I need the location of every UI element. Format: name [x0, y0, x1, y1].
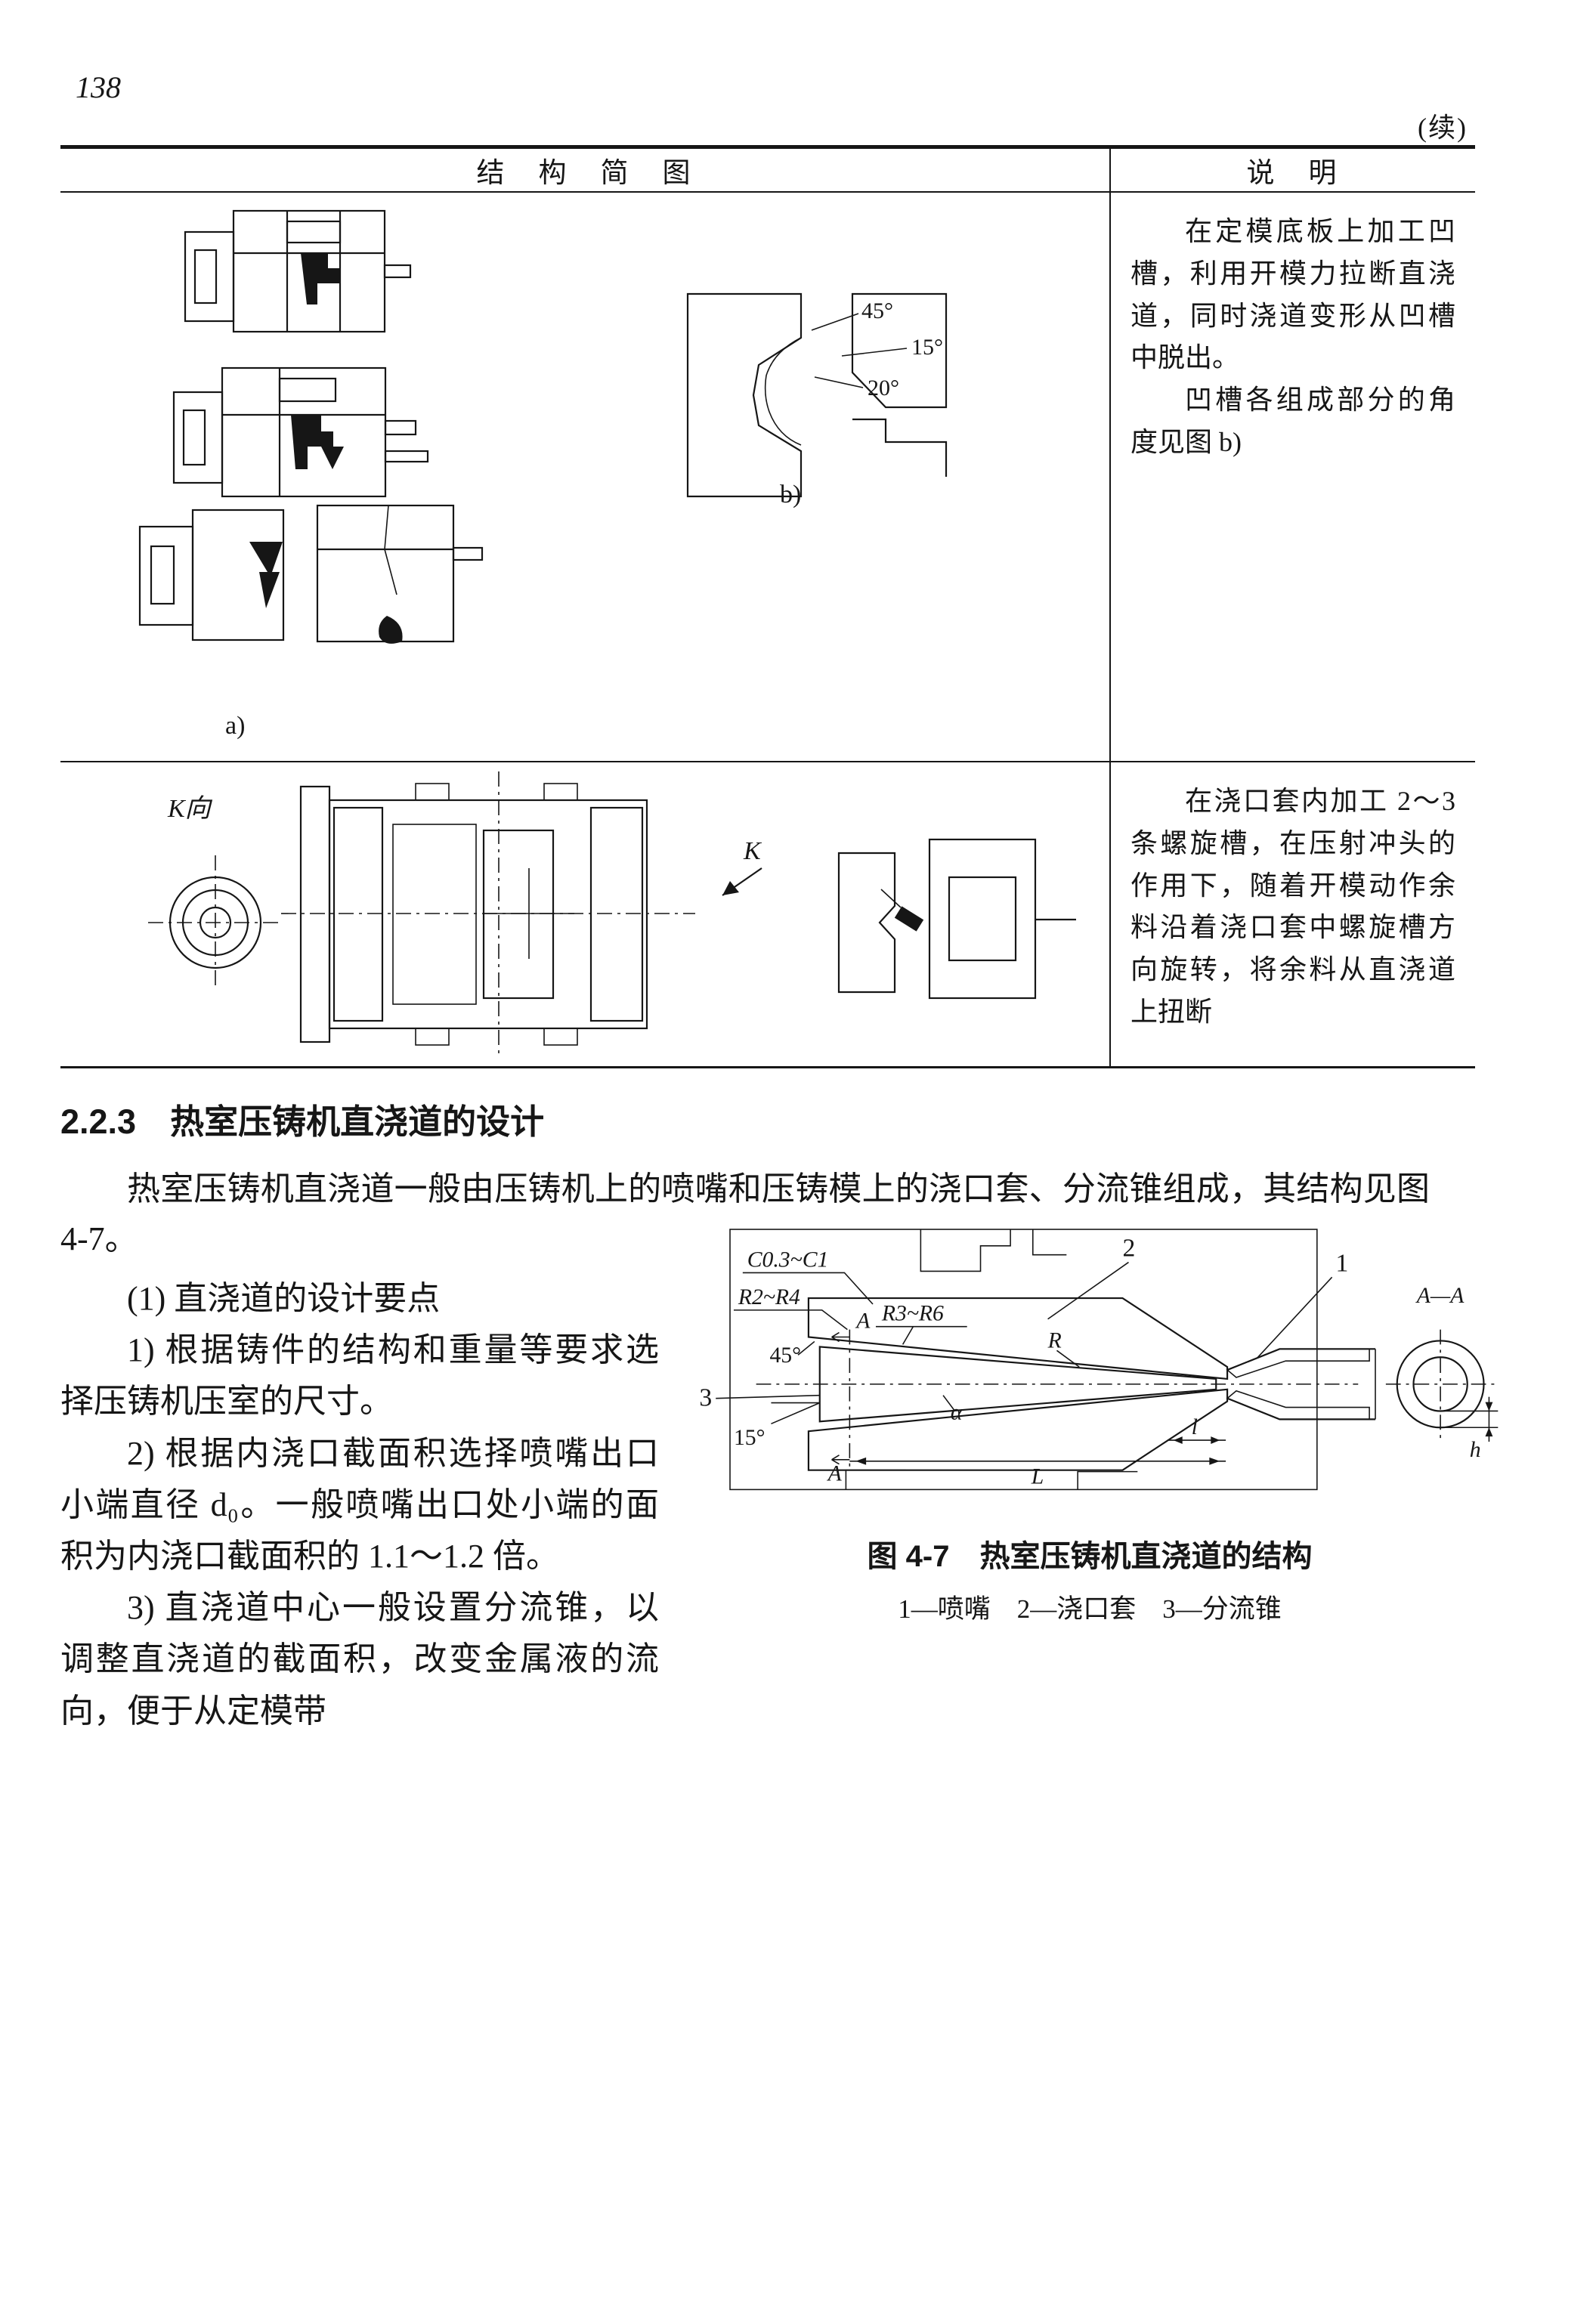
table-row: a) b) 45° 15° 20° 在定模底板上加工凹槽，利用开模力拉断直浇道，… [60, 193, 1475, 762]
sprue-cone-black [321, 447, 344, 469]
chamfer-label: C0.3~C1 [747, 1247, 829, 1272]
note-paragraph: 在定模底板上加工凹槽，利用开模力拉断直浇道，同时浇道变形从凹槽中脱出。 [1130, 216, 1455, 373]
r3r6-label: R3~R6 [881, 1302, 944, 1326]
table-row: K向 K 在浇口套内加工 2～3 条螺旋槽，在压射冲头的作用下，随着开模动作余料… [60, 762, 1475, 1066]
table-header-row: 结 构 简 图 说 明 [60, 149, 1475, 193]
text-and-figure-columns: (1) 直浇道的设计要点 1) 根据铸件的结构和重量等要求选择压铸机压室的尺寸。… [60, 1229, 1520, 1737]
design-point-3: 3) 直浇道中心一般设置分流锥，以调整直浇道的截面积，改变金属液的流向，便于从定… [60, 1589, 659, 1730]
pull-break-sprue-diagram: a) b) 45° 15° 20° [138, 209, 948, 740]
screw [543, 1028, 578, 1046]
figure-legend: 1—喷嘴 2—浇口套 3—分流锥 [898, 1594, 1282, 1624]
table-header-diagram: 结 构 简 图 [476, 158, 694, 189]
sprue-bush [807, 1297, 1229, 1471]
screw [543, 783, 578, 801]
row1-note-cell: 在定模底板上加工凹槽，利用开模力拉断直浇道，同时浇道变形从凹槽中脱出。 凹槽各组… [1109, 193, 1475, 761]
continued-note: (续) [1418, 113, 1468, 143]
section-2-2-3: 2.2.3 热室压铸机直浇道的设计 热室压铸机直浇道一般由压铸机上的喷嘴和压铸模… [60, 1094, 1520, 1737]
section-view-A-A [1385, 1329, 1499, 1442]
part-3-label: 3 [699, 1384, 712, 1412]
screw [415, 1028, 450, 1046]
radius-label: R [1047, 1328, 1062, 1353]
row2-note-cell: 在浇口套内加工 2～3 条螺旋槽，在压射冲头的作用下，随着开模动作余料沿着浇口套… [1109, 762, 1475, 1066]
row1-diagram-cell: a) b) 45° 15° 20° [60, 193, 1109, 761]
thickness-h-label: h [1470, 1438, 1481, 1462]
die-top-contour [845, 1229, 1138, 1490]
spreader-cone [818, 1346, 1217, 1423]
note-paragraph: 在浇口套内加工 2～3 条螺旋槽，在压射冲头的作用下，随着开模动作余料沿着浇口套… [1130, 786, 1455, 1027]
angle-15-label: 15° [911, 335, 943, 360]
part-2-label: 2 [1123, 1235, 1136, 1263]
mold-section-main [281, 771, 695, 1059]
angle-leader-lines [811, 313, 908, 388]
section-line-A [831, 1329, 851, 1467]
slug-drop-black [379, 616, 403, 644]
design-point-2: 2) 根据内浇口截面积选择喷嘴出口小端直径 d₀。一般喷嘴出口处小端的面积为内浇… [60, 1434, 659, 1575]
figure-frame [729, 1229, 1318, 1491]
slug-piece-black [894, 906, 924, 932]
r2r4-label: R2~R4 [738, 1285, 800, 1309]
groove-detail [686, 292, 948, 498]
note-paragraph: 凹槽各组成部分的角度见图 b) [1130, 385, 1455, 457]
design-point-1: 1) 根据铸件的结构和重量等要求选择压铸机压室的尺寸。 [60, 1331, 659, 1421]
table-header-note: 说 明 [1109, 149, 1475, 191]
length-l-label: l [1192, 1415, 1198, 1439]
page-number: 138 [76, 70, 121, 104]
dimension-lines [849, 1436, 1226, 1465]
angle-15-label: 15° [734, 1426, 766, 1450]
row2-diagram-cell: K向 K [60, 762, 1109, 1066]
diagram-b-label: b) [780, 481, 801, 509]
twist-break-sprue-diagram: K向 K [148, 771, 1076, 1059]
figure-4-7: C0.3~C1 R2~R4 R3~R6 45° 15° α R A A L l … [659, 1222, 1520, 1737]
pulled-sprue-black [249, 542, 283, 608]
label-leaders [716, 1261, 1333, 1425]
mold-assembly-closed [184, 209, 412, 333]
angle-45-label: 45° [861, 298, 893, 323]
sprue-cavity-outline [764, 337, 802, 446]
insert-block-hatched [851, 292, 948, 409]
sprue-structure-drawing: C0.3~C1 R2~R4 R3~R6 45° 15° α R A A L l … [699, 1229, 1499, 1491]
alpha-label: α [951, 1400, 963, 1424]
nozzle [1226, 1348, 1376, 1421]
length-L-label: L [1031, 1464, 1044, 1489]
part-1-label: 1 [1336, 1249, 1349, 1277]
angle-45-label: 45° [769, 1343, 801, 1368]
design-points-title: (1) 直浇道的设计要点 [127, 1280, 441, 1317]
figure-caption: 图 4-7 热室压铸机直浇道的结构 [867, 1540, 1313, 1573]
twist-off-detail [837, 838, 1076, 1000]
mold-assembly-partly-open [172, 366, 429, 498]
section-a-top-label: A [855, 1309, 871, 1334]
screw [415, 783, 450, 801]
sprue-slug-black [301, 253, 340, 305]
stepped-parting-line [852, 418, 948, 477]
k-arrow-label: K [743, 837, 762, 865]
intro-paragraph: 热室压铸机直浇道一般由压铸机上的喷嘴和压铸模上的浇口套、分流锥组成，其结构见图 … [60, 1170, 1430, 1257]
h-dimension [1440, 1396, 1499, 1442]
body-text-column: (1) 直浇道的设计要点 1) 根据铸件的结构和重量等要求选择压铸机压室的尺寸。… [60, 1273, 659, 1737]
k-direction-view [148, 855, 283, 990]
section-heading: 2.2.3 热室压铸机直浇道的设计 [60, 1102, 545, 1141]
section-a-bottom-label: A [827, 1462, 843, 1486]
k-view-label: K向 [167, 795, 213, 823]
diagram-a-label: a) [225, 712, 245, 740]
sprue-slug-black [291, 415, 333, 469]
die-block-hatched [686, 292, 803, 498]
structure-table: 结 构 简 图 说 明 [60, 145, 1475, 1068]
section-title-label: A—A [1415, 1284, 1465, 1308]
k-view-arrow [722, 867, 762, 896]
mold-assembly-open [138, 504, 484, 644]
angle-20-label: 20° [868, 376, 899, 400]
